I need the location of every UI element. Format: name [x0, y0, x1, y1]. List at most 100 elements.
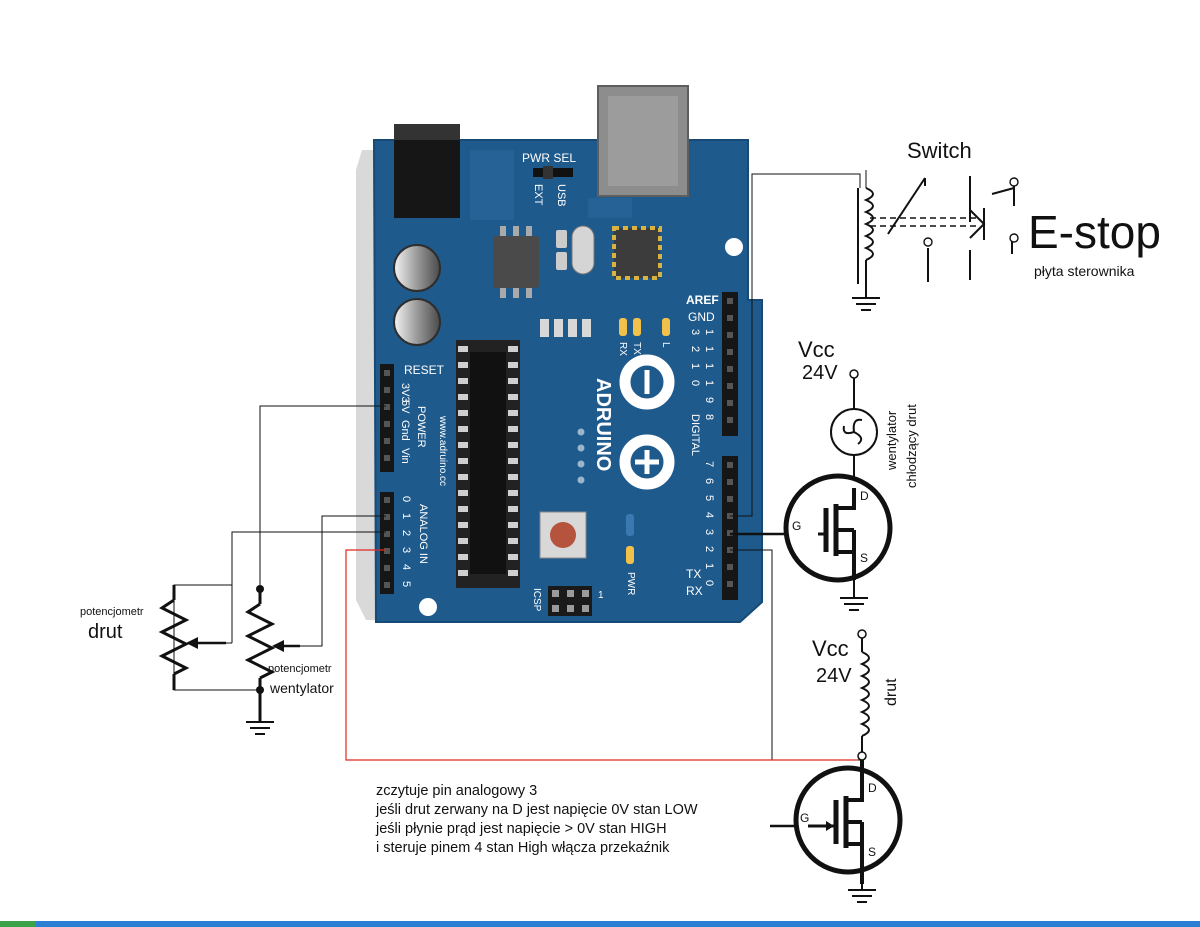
digital-pin-5: 5 — [703, 495, 715, 501]
digital-pin-11-a: 1 — [703, 363, 715, 369]
gnd-label: GND — [688, 310, 715, 324]
heater-coil-icon — [859, 638, 870, 752]
ground-icon — [246, 721, 274, 735]
digital-pin-3: 3 — [703, 529, 715, 535]
led-l-label: L — [660, 342, 671, 348]
icsp-label: ICSP — [531, 588, 542, 612]
reset-button — [539, 511, 587, 559]
led-l — [662, 318, 670, 336]
sense-wire — [345, 549, 858, 761]
analog-pin-5: 5 — [400, 581, 412, 587]
pwr-led-label: PWR — [625, 572, 636, 595]
led-rx-label: RX — [617, 342, 628, 356]
analog-in-label: ANALOG IN — [417, 504, 429, 564]
digital-pin-7: 7 — [703, 461, 715, 467]
capacitor — [393, 244, 441, 292]
digital-pin-12-a: 1 — [703, 346, 715, 352]
digital-label: DIGITAL — [689, 414, 701, 456]
ground-icon — [840, 580, 868, 611]
digital-pin-4: 4 — [703, 512, 715, 518]
mosfet-heater-g: G — [800, 811, 809, 825]
heater-voltage-label: 24V — [816, 665, 852, 687]
estop-label: E-stop — [1028, 206, 1161, 258]
voltage-regulator — [493, 236, 539, 288]
pot-fan-big-label: wentylator — [269, 680, 334, 696]
digital-pin-12-b: 2 — [689, 346, 701, 352]
tx-label: TX — [686, 567, 701, 581]
led-tx — [633, 318, 641, 336]
mosfet-fan-g: G — [792, 519, 801, 533]
digital-pin-10-b: 0 — [689, 380, 701, 386]
heater-label: drut — [883, 678, 900, 706]
power-pin-3v3: 3V3 — [399, 383, 411, 403]
power-pin-gnd: Gnd — [399, 420, 411, 441]
digital-pin-8: 8 — [703, 414, 715, 420]
ext-label: EXT — [532, 184, 544, 206]
ground-icon — [848, 872, 876, 903]
bottom-status-strip — [0, 921, 1200, 927]
estop-subtitle: płyta sterownika — [1034, 263, 1135, 279]
digital-pin-2: 2 — [703, 546, 715, 552]
digital-pin-9: 9 — [703, 397, 715, 403]
digital-pin-6: 6 — [703, 478, 715, 484]
analog-pin-0: 0 — [400, 496, 412, 502]
power-pin-vin: Vin — [399, 448, 411, 464]
usb-chip — [612, 226, 662, 280]
aref-label: AREF — [686, 293, 719, 307]
analog-pin-4: 4 — [400, 564, 412, 570]
switch-title: Switch — [907, 138, 972, 163]
reset-label: RESET — [404, 363, 445, 377]
website-label: www.adruino.cc — [437, 415, 448, 486]
note-line: jeśli płynie prąd jest napięcie > 0V sta… — [376, 821, 667, 837]
note-line: zczytuje pin analogowy 3 — [376, 783, 538, 799]
digital-header-high — [722, 292, 738, 436]
mosfet-heater — [793, 760, 903, 884]
potentiometer-wire-icon — [158, 585, 232, 690]
mosfet-fan-s: S — [860, 551, 868, 565]
pot-fan-small-label: potencjometr — [268, 663, 332, 675]
usb-label: USB — [555, 184, 567, 207]
arduino-board: PWR SEL EXT USB RESET 3V3 5V Gnd Vin POW… — [356, 85, 763, 623]
analog-header — [380, 492, 394, 594]
power-label: POWER — [415, 406, 427, 448]
mosfet-fan — [783, 473, 893, 583]
led-tx-label: TX — [631, 342, 642, 355]
icsp-pin-one: 1 — [598, 590, 604, 601]
digital-pin-0: 0 — [703, 580, 715, 586]
potentiometer-fan-icon — [244, 588, 300, 722]
fan-voltage-label: 24V — [802, 362, 838, 384]
digital-pin-13-a: 1 — [703, 329, 715, 335]
heater-vcc-label: Vcc — [812, 636, 849, 661]
power-header — [380, 364, 394, 472]
relay-switch — [857, 176, 1015, 288]
capacitor — [393, 298, 441, 346]
led-rx — [619, 318, 627, 336]
analog-pin-1: 1 — [400, 513, 412, 519]
digital-pin-10-a: 1 — [703, 380, 715, 386]
crystal — [571, 225, 595, 275]
fan-label-1: wentylator — [884, 410, 899, 471]
mosfet-heater-d: D — [868, 781, 877, 795]
analog-pin-2: 2 — [400, 530, 412, 536]
mosfet-heater-s: S — [868, 845, 876, 859]
note-line: jeśli drut zerwany na D jest napięcie 0V… — [376, 802, 698, 818]
rx-label: RX — [686, 584, 703, 598]
description-note: zczytuje pin analogowy 3 jeśli drut zerw… — [376, 782, 796, 858]
power-pin-5v: 5V — [399, 400, 411, 414]
ground-icon — [852, 288, 880, 311]
note-line: i steruje pinem 4 stan High włącza przek… — [376, 840, 670, 856]
digital-pin-11-b: 1 — [689, 363, 701, 369]
analog-pin-3: 3 — [400, 547, 412, 553]
digital-header-low — [722, 456, 738, 600]
mosfet-fan-d: D — [860, 489, 869, 503]
pot-wire-small-label: potencjometr — [80, 606, 144, 618]
fan-label-2: chłodzący drut — [904, 404, 919, 488]
brand-label: ADRUINO — [592, 378, 614, 471]
pot-wire-big-label: drut — [88, 621, 123, 643]
pwr-sel-label: PWR SEL — [522, 151, 576, 165]
arduino-logo-icon — [619, 354, 675, 490]
digital-pin-1: 1 — [703, 563, 715, 569]
digital-pin-13-b: 3 — [689, 329, 701, 335]
fan-icon — [830, 408, 878, 456]
